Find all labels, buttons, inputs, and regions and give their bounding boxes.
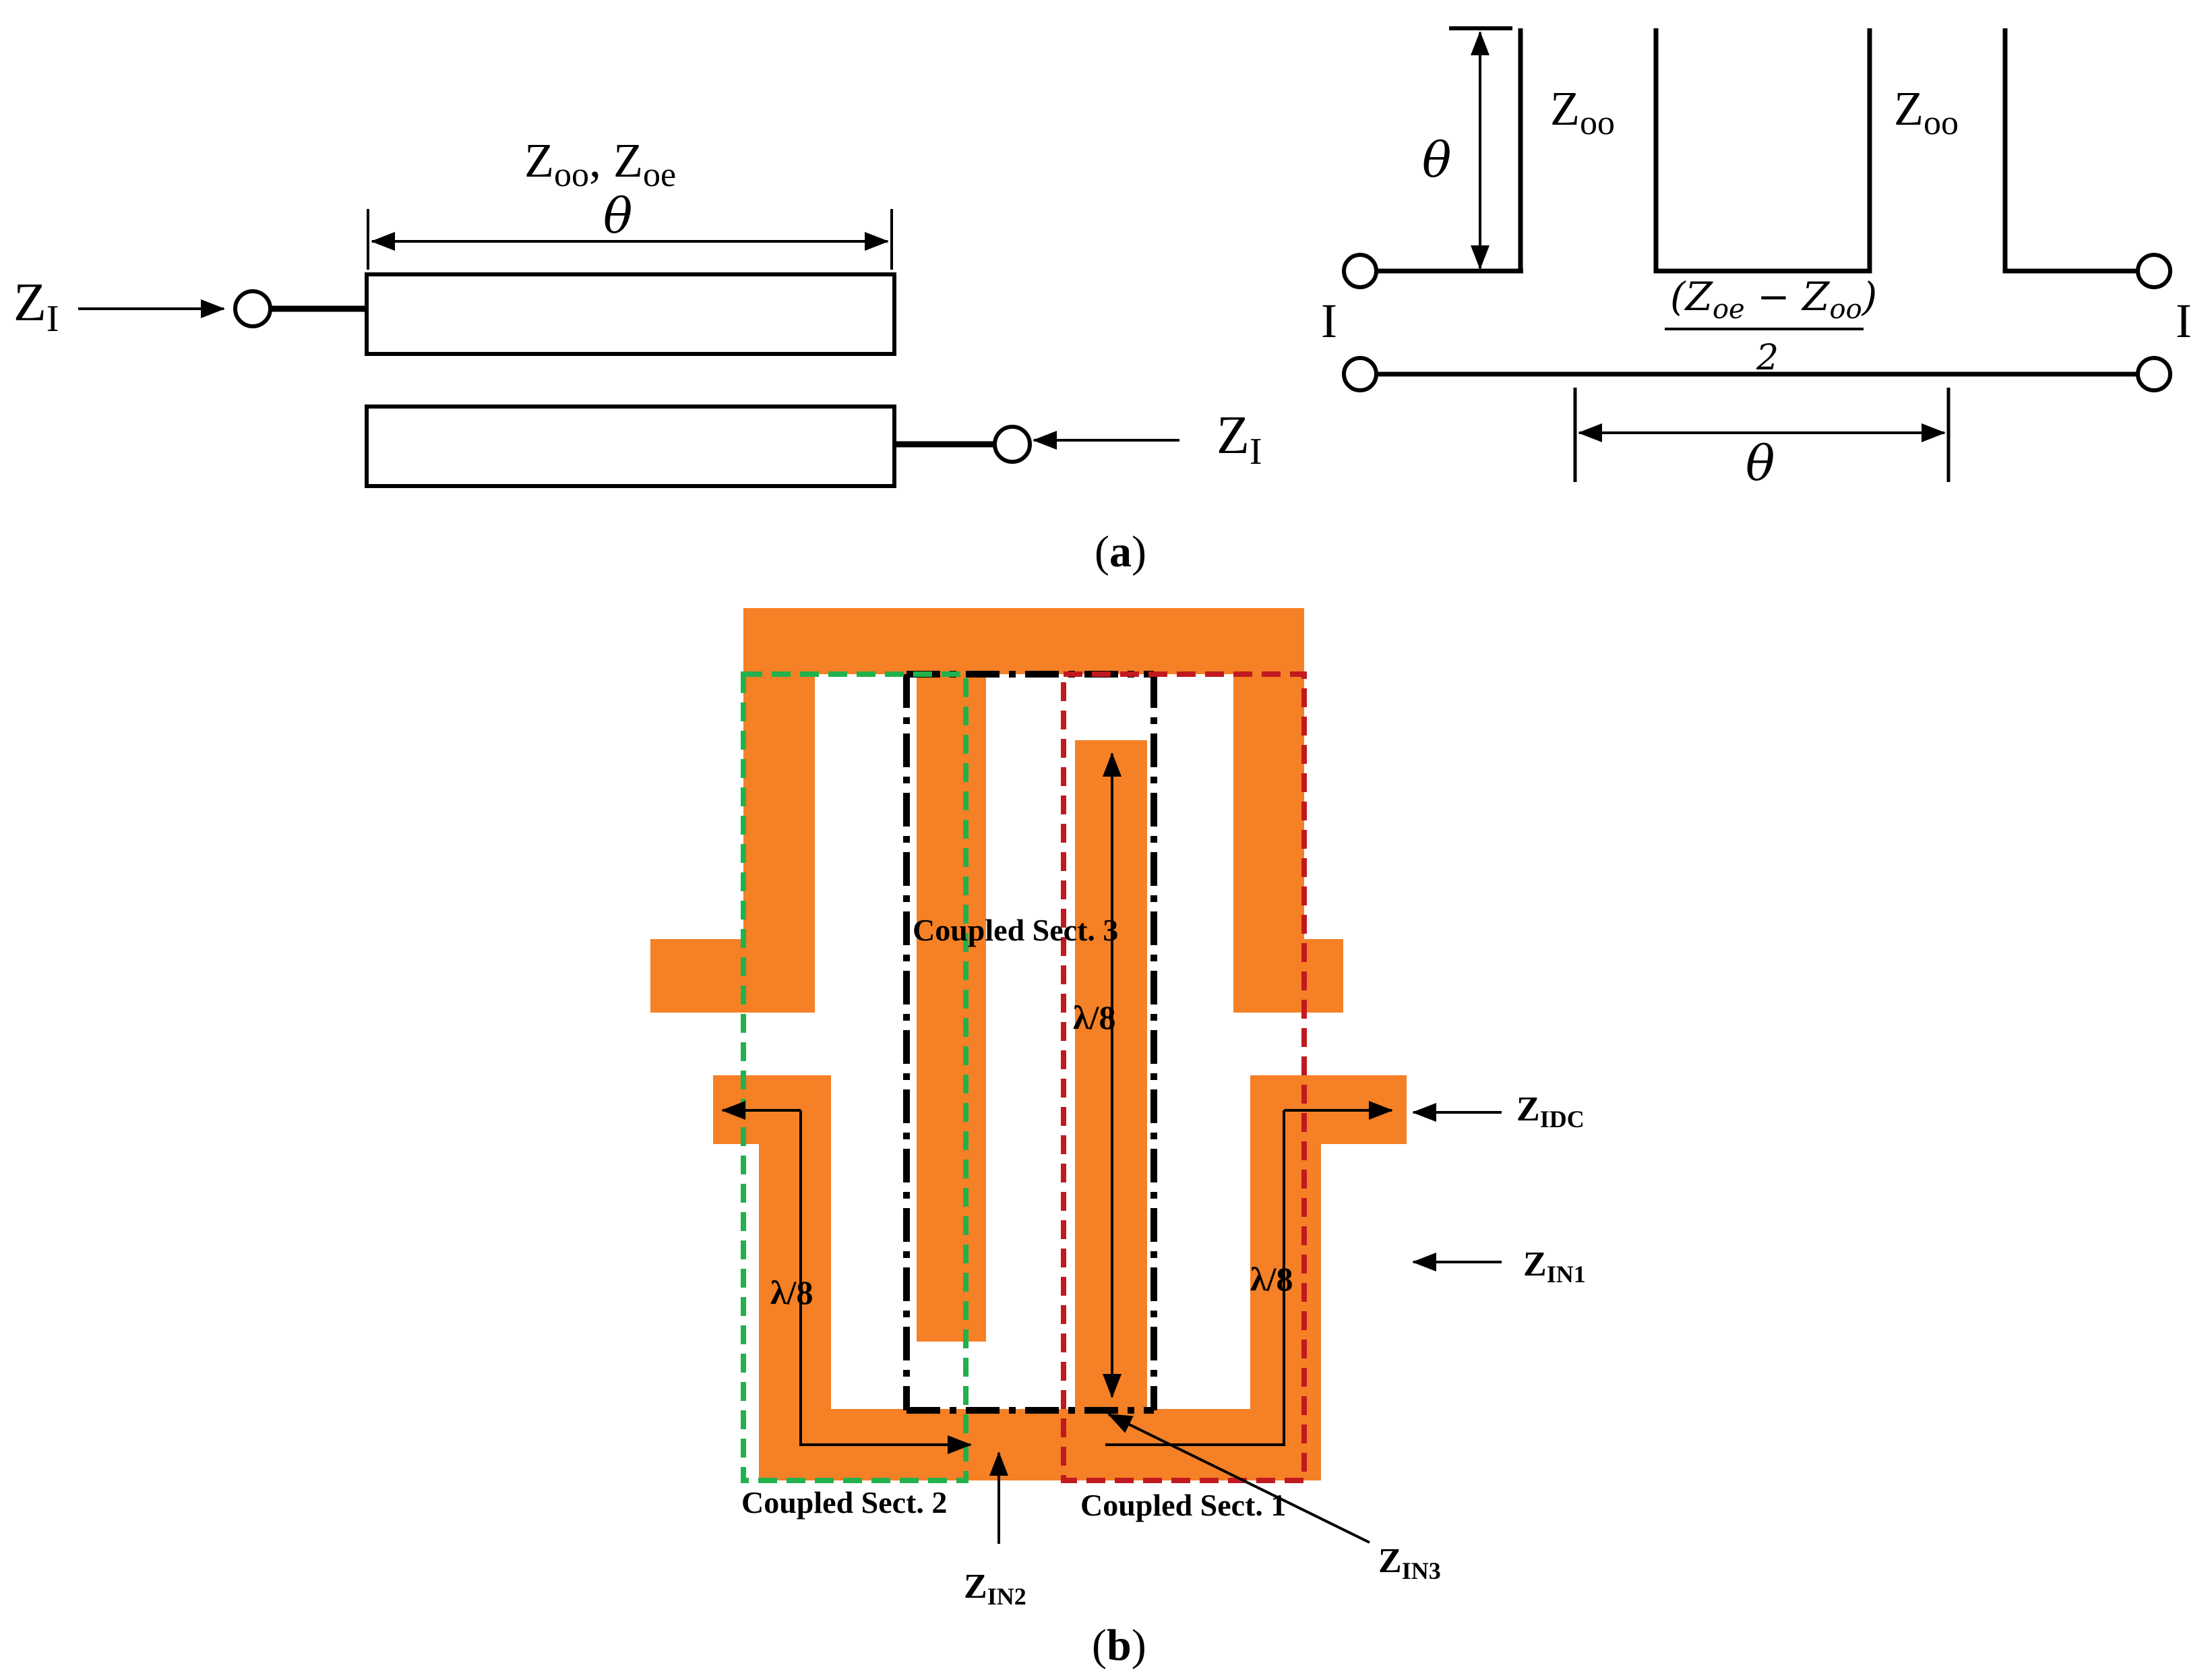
lambda-label-left: λ/8 bbox=[770, 1273, 813, 1311]
section-2-outline bbox=[741, 671, 969, 1483]
port-label-left: I bbox=[1321, 294, 1337, 348]
impedance-label: Zoo, Zoe bbox=[524, 133, 676, 194]
upper-resonator bbox=[650, 608, 1343, 1013]
section-3-outline bbox=[903, 671, 1157, 1414]
terminal-bottom-right bbox=[2136, 356, 2172, 392]
terminal-bottom-left bbox=[1342, 356, 1378, 392]
zidc-label: ZIDC bbox=[1516, 1090, 1585, 1133]
port-terminal-left bbox=[233, 289, 272, 328]
coupled-line-top bbox=[365, 272, 896, 356]
panel-b-filter-layout: Coupled Sect. 3 Coupled Sect. 2 Coupled … bbox=[650, 608, 1586, 1610]
panel-a-right-equivalent-circuit: θ Zoo Zoo I I (Zoe − Zoo) 2 θ bbox=[1321, 26, 2192, 491]
section-3-label: Coupled Sect. 3 bbox=[913, 913, 1118, 947]
fraction-denominator: 2 bbox=[1756, 338, 1779, 378]
zi-label-right: ZI bbox=[1217, 406, 1262, 473]
zoo-label-left: Zoo bbox=[1550, 82, 1615, 142]
zin2-label: ZIN2 bbox=[964, 1567, 1026, 1610]
finger-top bbox=[917, 674, 986, 1342]
theta-vertical-label: θ bbox=[1422, 131, 1451, 188]
zin3-arrow bbox=[1107, 1413, 1370, 1544]
caption-b: (b) bbox=[1092, 1621, 1146, 1670]
theta-horizontal-label: θ bbox=[1746, 435, 1775, 491]
zoo-label-right: Zoo bbox=[1894, 82, 1959, 142]
zin1-label: ZIN1 bbox=[1523, 1245, 1586, 1288]
theta-label: θ bbox=[603, 187, 632, 244]
terminal-top-right bbox=[2136, 253, 2172, 289]
port-label-right: I bbox=[2176, 294, 2192, 348]
zin3-label: ZIN3 bbox=[1378, 1542, 1441, 1584]
fraction-numerator: (Zoe − Zoo) bbox=[1670, 274, 1877, 325]
lambda-path-right bbox=[1105, 1110, 1285, 1446]
section-1-outline bbox=[1061, 671, 1307, 1483]
panel-a-left-coupled-line: Zoo, Zoe θ ZI ZI bbox=[13, 133, 1262, 488]
stub-right bbox=[2002, 28, 2137, 274]
section-1-label: Coupled Sect. 1 bbox=[1080, 1488, 1286, 1522]
zi-label-left: ZI bbox=[13, 273, 59, 340]
stub-center-u bbox=[1653, 28, 1872, 274]
terminal-top-left bbox=[1342, 253, 1378, 289]
lower-resonator bbox=[713, 1075, 1407, 1480]
caption-a: (a) bbox=[1095, 527, 1146, 576]
section-2-label: Coupled Sect. 2 bbox=[741, 1485, 947, 1520]
lambda-label-right: λ/8 bbox=[1250, 1260, 1293, 1298]
port-terminal-right bbox=[993, 425, 1032, 464]
coupled-line-bottom bbox=[365, 404, 896, 488]
lambda-label-center: λ/8 bbox=[1073, 998, 1115, 1036]
